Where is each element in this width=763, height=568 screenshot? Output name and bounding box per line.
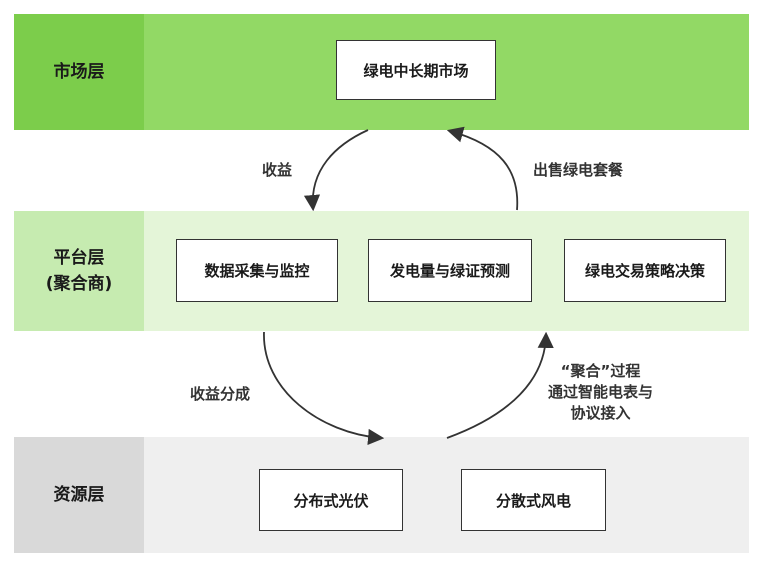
market-layer: 市场层 绿电中长期市场 [14,14,749,130]
distributed-pv-box: 分布式光伏 [259,469,403,531]
aggregation-process-annotation: “聚合”过程 通过智能电表与 协议接入 [548,361,653,424]
green-power-trading-strategy-label: 绿电交易策略决策 [584,262,705,280]
green-power-long-term-market-box: 绿电中长期市场 [336,40,496,100]
platform-layer-subtitle: (聚合商) [45,274,113,294]
aggregation-line-1: “聚合”过程 [560,362,641,380]
platform-layer-label: 平台层 (聚合商) [14,211,144,331]
distributed-pv-label: 分布式光伏 [293,491,369,510]
platform-layer-body: 数据采集与监控 发电量与绿证预测 绿电交易策略决策 [144,211,749,331]
generation-certificate-forecast-box: 发电量与绿证预测 [368,239,532,302]
aggregation-line-3: 协议接入 [570,404,631,422]
decentralized-wind-label: 分散式风电 [495,491,571,510]
data-collection-monitoring-label: 数据采集与监控 [204,262,310,280]
green-power-long-term-market-label: 绿电中长期市场 [363,61,469,80]
resource-layer-label: 资源层 [14,437,144,553]
revenue-down-arrow [303,129,369,212]
resource-layer: 资源层 分布式光伏 分散式风电 [14,437,749,553]
aggregation-up-arrow [446,331,554,439]
resource-layer-body: 分布式光伏 分散式风电 [144,437,749,553]
aggregation-line-2: 通过智能电表与 [548,383,654,401]
sell-package-annotation: 出售绿电套餐 [533,161,624,179]
platform-layer: 平台层 (聚合商) 数据采集与监控 发电量与绿证预测 绿电交易策略决策 [14,211,749,331]
revenue-annotation: 收益 [262,161,293,179]
revenue-share-down-arrow [263,331,385,446]
market-layer-body: 绿电中长期市场 [144,14,749,130]
decentralized-wind-box: 分散式风电 [461,469,606,531]
market-layer-label: 市场层 [14,14,144,130]
platform-layer-title: 平台层 [53,248,105,268]
resource-layer-title: 资源层 [53,485,105,505]
market-layer-title: 市场层 [53,62,105,82]
revenue-share-annotation: 收益分成 [190,385,251,403]
data-collection-monitoring-box: 数据采集与监控 [176,239,338,302]
green-power-trading-strategy-box: 绿电交易策略决策 [564,239,726,302]
generation-certificate-forecast-label: 发电量与绿证预测 [389,262,510,280]
sell-package-up-arrow [446,126,519,211]
